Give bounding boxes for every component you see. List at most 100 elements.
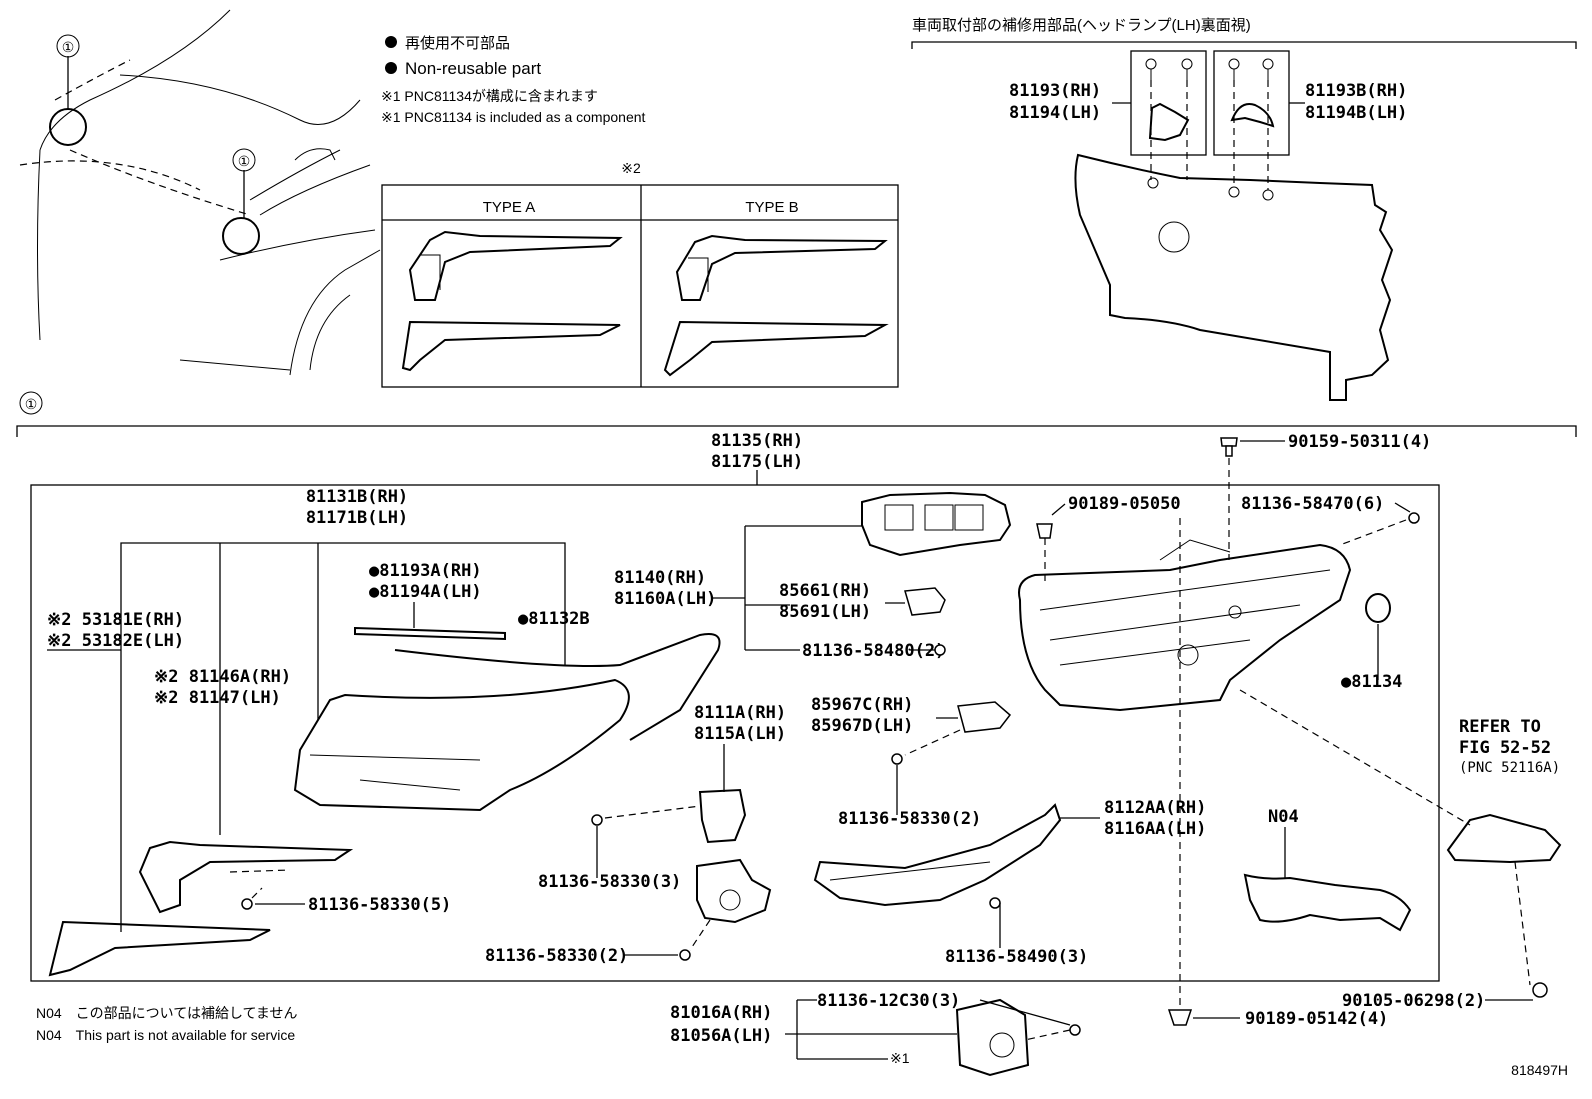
wire-harness-n04 — [1243, 873, 1412, 932]
legend: 再使用不可部品 Non-reusable part ※1 PNC81134が構成… — [381, 35, 646, 125]
label-81056a: 81056A(LH) — [670, 1026, 772, 1046]
lens-seal-strip — [354, 626, 506, 641]
screw-58330-2b — [679, 949, 691, 961]
refer-line3: (PNC 52116A) — [1459, 760, 1560, 776]
label-81147: ※2 81147(LH) — [154, 688, 281, 708]
label-81146a: ※2 81146A(RH) — [154, 667, 291, 687]
rh-bracket-repair — [1148, 102, 1190, 142]
inset-rear-view: 車両取付部の補修用部品(ヘッドランプ(LH)裏面視) 81193(RH) 811… — [911, 16, 1577, 401]
label-85967d: 85967D(LH) — [811, 716, 913, 736]
label-81135: 81135(RH) — [711, 431, 803, 451]
screw-58330-2a — [891, 753, 903, 765]
leveling-motor — [955, 998, 1030, 1077]
oring-81134 — [1365, 593, 1391, 623]
label-81193b: 81193B(RH) — [1305, 81, 1407, 101]
label-81134: ●81134 — [1341, 672, 1402, 692]
type-compare-box: ※2 TYPE A TYPE B — [381, 160, 899, 388]
label-85967c: 85967C(RH) — [811, 695, 913, 715]
label-53182e: ※2 53182E(LH) — [47, 631, 184, 651]
legend-note1-en: ※1 PNC81134 is included as a component — [381, 109, 646, 125]
callout-circle-side[interactable] — [222, 217, 260, 255]
section-bracket — [16, 425, 1577, 437]
label-81193a: ●81193A(RH) — [369, 561, 482, 581]
inset-caption: 車両取付部の補修用部品(ヘッドランプ(LH)裏面視) — [912, 16, 1251, 34]
label-53181e: ※2 53181E(RH) — [47, 610, 184, 630]
label-90189-05050: 90189-05050 — [1068, 494, 1181, 514]
headlamp-housing — [1018, 543, 1352, 712]
projector-unit — [861, 491, 1012, 557]
callout-number-1b: ① — [238, 153, 251, 169]
light-guide-8112aa — [813, 803, 1062, 907]
type-box-note-mark: ※2 — [621, 160, 641, 176]
label-8112aa: 8112AA(RH) — [1104, 798, 1206, 818]
label-81193: 81193(RH) — [1009, 81, 1101, 101]
label-81136-58330-3: 81136-58330(3) — [538, 872, 681, 892]
type-a-garnish — [401, 320, 621, 372]
label-81175: 81175(LH) — [711, 452, 803, 472]
callout-badge-1a — [56, 34, 80, 58]
label-81136-58330-2b: 81136-58330(2) — [485, 946, 628, 966]
footer-n04-en: N04 This part is not available for servi… — [36, 1027, 295, 1043]
label-81194: 81194(LH) — [1009, 103, 1101, 123]
legend-en: Non-reusable part — [405, 59, 541, 78]
label-81194b: 81194B(LH) — [1305, 103, 1407, 123]
refer-line1: REFER TO — [1459, 717, 1541, 737]
assembly-box — [30, 484, 1440, 982]
type-b-label: TYPE B — [745, 199, 798, 216]
type-a-label: TYPE A — [483, 199, 536, 216]
callout-badge-1b — [232, 148, 256, 172]
bolt-90159: 90159-50311(4) — [1220, 432, 1431, 560]
garnish-trim — [48, 920, 271, 977]
screw-12c30 — [1069, 1024, 1081, 1036]
bolt-90105 — [1532, 982, 1548, 998]
module-85661 — [904, 587, 946, 616]
bracket-8111a — [698, 788, 747, 844]
label-81136-12c30: 81136-12C30(3) — [817, 991, 960, 1011]
screw-58470 — [1408, 512, 1420, 524]
legend-note1-ja: ※1 PNC81134が構成に含まれます — [381, 88, 598, 104]
lh-bracket-repair — [1230, 103, 1275, 128]
footer-n04-ja: N04 この部品については補給してません — [36, 1005, 297, 1021]
legend-ja: 再使用不可部品 — [405, 35, 510, 52]
label-81136-58330-2a: 81136-58330(2) — [838, 809, 981, 829]
refer-line2: FIG 52-52 — [1459, 738, 1551, 758]
lower-bracket — [696, 858, 772, 924]
label-81160a: 81160A(LH) — [614, 589, 716, 609]
screw-58330-5: 81136-58330(5) — [241, 887, 451, 915]
callout-circle-front[interactable] — [49, 108, 87, 146]
label-81016a: 81016A(RH) — [670, 1003, 772, 1023]
label-8111a: 8111A(RH) — [694, 703, 786, 723]
label-90105: 90105-06298(2) — [1342, 991, 1485, 1011]
label-90189-05142: 90189-05142(4) — [1245, 1009, 1388, 1029]
bullet-icon — [385, 62, 397, 74]
label-81136-58490: 81136-58490(3) — [945, 947, 1088, 967]
bullet-icon — [385, 36, 397, 48]
clip-90189-05142 — [1167, 1009, 1193, 1026]
lens-gasket — [394, 633, 721, 741]
screw-58490 — [989, 897, 1001, 909]
bracket-52116a — [1446, 813, 1562, 864]
screw-58330-3 — [591, 814, 603, 826]
garnish-bracket — [138, 840, 354, 914]
label-8116aa: 8116AA(LH) — [1104, 819, 1206, 839]
label-81140: 81140(RH) — [614, 568, 706, 588]
label-81171b: 81171B(LH) — [306, 508, 408, 528]
section-badge — [19, 391, 43, 415]
section-number: ① — [25, 396, 38, 412]
callout-number-1a: ① — [62, 39, 75, 55]
type-a-bracket — [408, 230, 623, 301]
label-81136-58480: 81136-58480(2) — [802, 641, 945, 661]
label-81136-58330-5: 81136-58330(5) — [308, 895, 451, 915]
label-90159: 90159-50311(4) — [1288, 432, 1431, 452]
label-81132b: ●81132B — [518, 609, 590, 629]
module-85967c — [957, 701, 1012, 733]
headlamp-lens — [293, 678, 630, 812]
label-85691: 85691(LH) — [779, 602, 871, 622]
label-n04: N04 — [1268, 807, 1299, 827]
label-85661: 85661(RH) — [779, 581, 871, 601]
vehicle-overview: ① ① — [19, 9, 381, 376]
type-b-garnish — [663, 320, 889, 377]
projector-group: 81140(RH) 81160A(LH) 85661(RH) 85691(LH)… — [614, 491, 1012, 661]
diagram-id: 818497H — [1511, 1062, 1568, 1078]
